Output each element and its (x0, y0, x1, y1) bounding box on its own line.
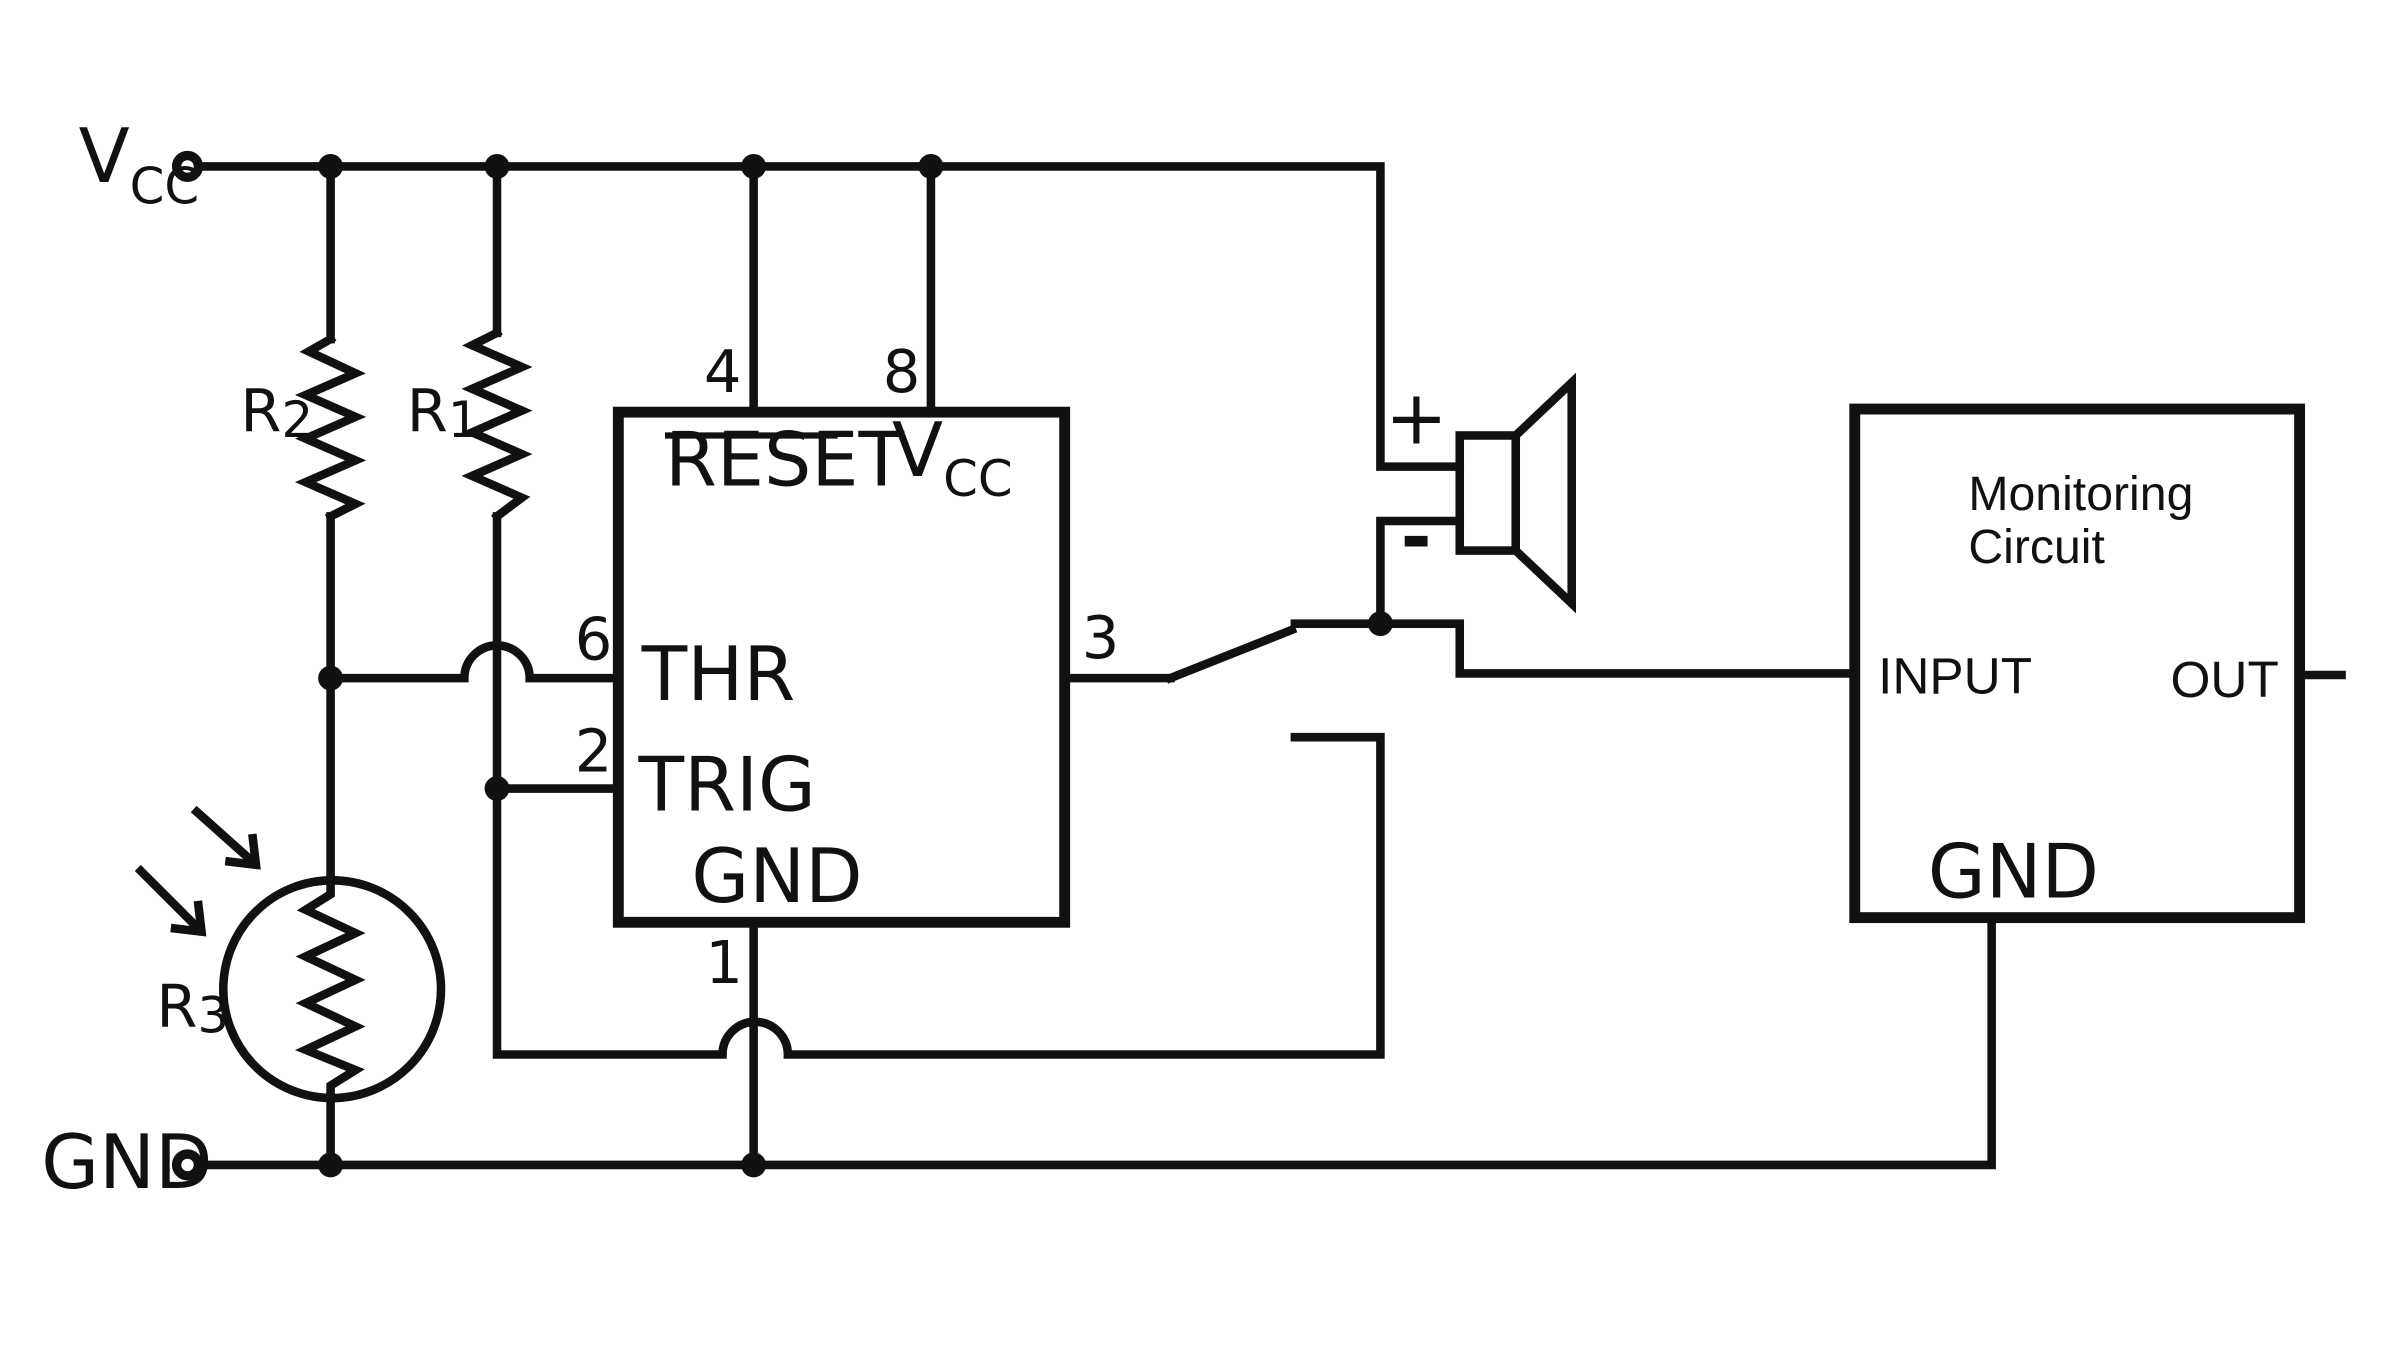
monitoring-circuit-box (1849, 403, 2306, 924)
speaker-icon (1455, 372, 1576, 614)
switch-blade (1164, 624, 1298, 684)
vcc-label: VCC (79, 113, 200, 216)
junction-dot (318, 1152, 344, 1178)
reset-label: RESET (665, 416, 905, 503)
r2-resistor (295, 333, 367, 523)
r3-label: R3 (156, 971, 229, 1044)
r1-resistor (461, 327, 533, 523)
monitor-out-label: OUT (2171, 651, 2279, 708)
pin-6-number: 6 (575, 604, 613, 673)
junction-dot (484, 776, 510, 801)
pin-1-number: 1 (705, 928, 743, 997)
speaker-minus-label: - (1401, 494, 1432, 581)
junction-dot (1367, 611, 1393, 637)
speaker-plus-label: + (1385, 374, 1448, 461)
junction-dot (484, 153, 510, 179)
thr-label: THR (641, 631, 796, 718)
r1-label: R1 (407, 376, 480, 449)
timer-gnd-label: GND (691, 833, 862, 920)
pin-2-number: 2 (575, 716, 613, 785)
gnd-terminal (171, 1149, 204, 1181)
gnd-rail (183, 913, 1996, 1170)
speaker-minus-wire (1376, 516, 1465, 628)
pin-8-number: 8 (883, 337, 921, 406)
junction-dots (318, 153, 1393, 1178)
gnd-label: GND (41, 1119, 212, 1206)
monitor-title-line2: Circuit (1968, 520, 2105, 574)
r3-resistor (295, 874, 366, 1101)
vcc-rail (183, 162, 1465, 471)
junction-dot (741, 153, 767, 179)
monitor-gnd-label: GND (1928, 828, 2099, 915)
junction-dot (741, 1152, 767, 1178)
timer-vcc-label: VCC (892, 407, 1013, 508)
pin-4-number: 4 (704, 337, 742, 406)
light-arrows-icon (134, 805, 261, 937)
monitor-input-label: INPUT (1878, 648, 2032, 705)
timer-ic (612, 406, 1071, 928)
junction-dot (918, 153, 944, 179)
monitor-title-line1: Monitoring (1968, 467, 2193, 521)
r2-label: R2 (240, 376, 313, 449)
junction-dot (318, 153, 344, 179)
junction-dot (318, 665, 344, 691)
pin-3-number: 3 (1082, 603, 1120, 672)
vcc-terminal (171, 150, 204, 182)
trig-label: TRIG (638, 741, 816, 828)
